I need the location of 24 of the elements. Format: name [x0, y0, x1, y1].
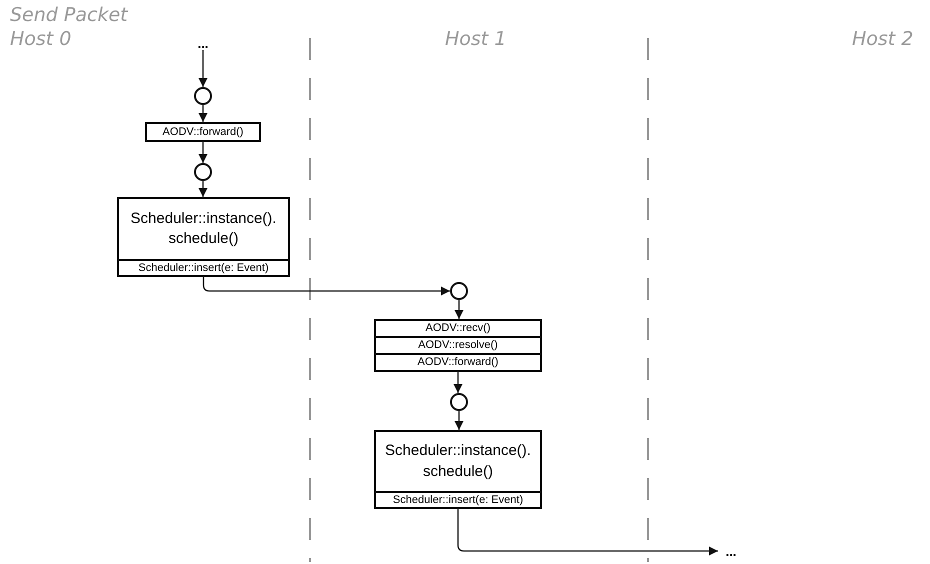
method-box: AODV::forward()	[374, 353, 542, 372]
ellipsis-text: ...	[191, 36, 215, 50]
arrow	[454, 411, 464, 430]
arrow	[454, 300, 464, 319]
method-box: Scheduler::instance(). schedule()	[117, 197, 290, 261]
arrow	[457, 509, 718, 556]
method-box: Scheduler::insert(e: Event)	[374, 491, 542, 509]
ellipsis-text: ...	[718, 544, 744, 558]
arrow	[198, 105, 208, 122]
method-box: Scheduler::instance(). schedule()	[374, 430, 542, 493]
lane-heading: Host 0	[10, 28, 72, 50]
arrow	[198, 142, 208, 163]
connector-circle	[194, 163, 212, 181]
connector-circle	[450, 393, 468, 411]
method-box: AODV::forward()	[145, 122, 261, 142]
arrow	[454, 372, 462, 393]
diagram-title: Send Packet	[10, 4, 128, 26]
lane-heading: Host 2	[852, 28, 914, 50]
connector-circle	[450, 282, 468, 300]
connector-circle	[194, 87, 212, 105]
lane-heading: Host 1	[445, 28, 506, 50]
arrow	[198, 50, 208, 87]
arrow	[198, 181, 208, 197]
method-box: Scheduler::insert(e: Event)	[117, 259, 290, 277]
